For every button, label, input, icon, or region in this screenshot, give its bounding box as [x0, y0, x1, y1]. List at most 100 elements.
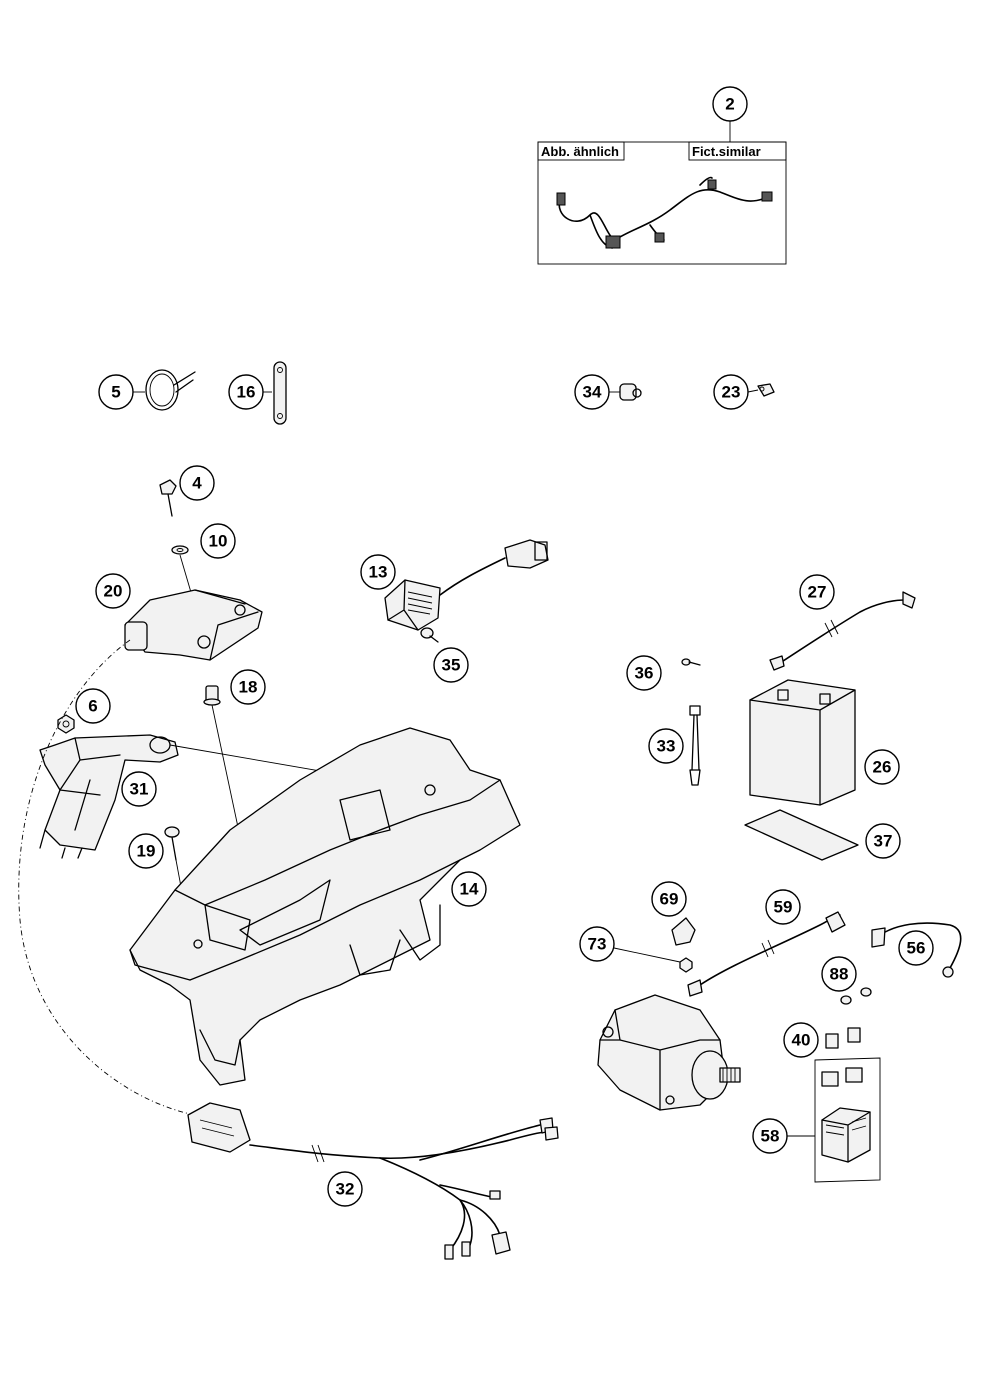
callout-20: 20	[95, 573, 131, 609]
insert-label-german: Abb. ähnlich	[541, 144, 619, 159]
cap-69	[671, 917, 696, 946]
callout-26-label: 26	[873, 758, 892, 777]
callout-13-label: 13	[369, 563, 388, 582]
callout-2-label: 2	[725, 95, 734, 114]
callout-19-label: 19	[137, 842, 156, 861]
leader-73	[613, 947, 681, 963]
control-unit-mount-hole-2	[234, 604, 246, 616]
callout-20-label: 20	[104, 582, 123, 601]
bushing-18-flange	[203, 698, 221, 706]
clip-detail	[759, 386, 765, 392]
harness-32-connector	[187, 1102, 251, 1153]
screw-19-head	[164, 826, 180, 838]
battery-terminal-b	[819, 693, 831, 705]
callout-16: 16	[228, 374, 264, 410]
cable-27-wire	[779, 599, 906, 664]
callout-33: 33	[648, 728, 684, 764]
harness-32-branch-f	[439, 1184, 493, 1198]
starter-gear-teeth	[722, 1068, 736, 1082]
fuses-40	[825, 1027, 861, 1049]
battery-body	[749, 679, 856, 806]
callout-5-label: 5	[111, 383, 120, 402]
battery-box-lower-edge	[189, 859, 461, 981]
callout-4: 4	[179, 465, 215, 501]
cable-27-terminal-b	[902, 591, 916, 609]
callout-34: 34	[574, 374, 610, 410]
callout-35: 35	[433, 647, 469, 683]
screw-35	[420, 627, 439, 643]
control-unit-edges	[194, 589, 259, 661]
battery-box-nose	[199, 1029, 241, 1066]
starter-terminal	[602, 1026, 614, 1038]
regulator-connector	[504, 539, 549, 569]
harness-32-branch-b	[419, 1124, 541, 1161]
harness-wire-main	[558, 188, 769, 241]
callout-56: 56	[898, 930, 934, 966]
harness-connector-e	[761, 191, 773, 202]
callout-37: 37	[865, 823, 901, 859]
callout-14: 14	[451, 871, 487, 907]
washer-10	[171, 545, 189, 555]
harness-32-plug-b	[461, 1241, 471, 1257]
callout-19: 19	[128, 833, 164, 869]
starter-edges	[599, 1009, 721, 1111]
callout-23-label: 23	[722, 383, 741, 402]
harness-32-branch-c	[379, 1157, 473, 1246]
starter-bolt	[665, 1095, 675, 1105]
callout-73-label: 73	[588, 935, 607, 954]
cable-56-terminal-b	[942, 966, 954, 978]
harness-32-plug-c	[491, 1231, 511, 1255]
screw-36-shank	[688, 661, 701, 666]
callout-32: 32	[327, 1171, 363, 1207]
cable-56-terminal-a	[871, 927, 886, 948]
regulator-fins	[407, 591, 433, 615]
callout-32-label: 32	[336, 1180, 355, 1199]
relay-spare-fuse-a	[821, 1071, 839, 1087]
battery-box-screw-hole	[193, 939, 203, 949]
screw-35-shank	[429, 635, 439, 643]
callout-23: 23	[713, 374, 749, 410]
callout-58: 58	[752, 1118, 788, 1154]
harness-connector-b	[605, 235, 621, 249]
cable-strap-body	[273, 361, 287, 425]
battery-pad-body	[744, 809, 859, 861]
cable-strap-hole-bottom	[277, 413, 283, 419]
bracket-31-body	[39, 734, 179, 851]
callout-4-label: 4	[192, 474, 202, 493]
callout-58-label: 58	[761, 1127, 780, 1146]
regulator-cable	[439, 557, 506, 596]
harness-32-branch-a	[379, 1131, 546, 1160]
callout-26: 26	[864, 749, 900, 785]
control-unit-connector	[124, 621, 148, 651]
grommet-part	[619, 383, 642, 401]
regulator-edges	[387, 579, 419, 631]
cable-27-terminal-a	[769, 655, 785, 671]
harness-32-connector-detail	[199, 1119, 235, 1137]
callout-40-label: 40	[792, 1031, 811, 1050]
nut-73-body	[679, 957, 693, 973]
battery-strap-33	[689, 705, 701, 786]
screw-36	[681, 658, 701, 666]
harness-connector-d	[707, 179, 717, 190]
callout-36-label: 36	[635, 664, 654, 683]
callout-33-label: 33	[657, 737, 676, 756]
screw-88-a	[840, 995, 852, 1005]
screws-88	[840, 987, 872, 1005]
screw-19-shank	[171, 836, 177, 861]
cable-56-wire	[879, 922, 962, 969]
screw-4-shank	[167, 493, 173, 517]
callout-31: 31	[121, 771, 157, 807]
callout-37-label: 37	[874, 832, 893, 851]
leader-23	[747, 389, 759, 393]
cable-59-terminal-b	[825, 911, 846, 933]
callout-69: 69	[651, 881, 687, 917]
callout-69-label: 69	[660, 890, 679, 909]
cable-tie-inner	[149, 373, 175, 407]
nut-6-body	[57, 714, 75, 734]
grommet-hole	[632, 388, 642, 398]
control-unit-20	[124, 589, 263, 661]
battery-box-rim	[174, 779, 501, 906]
battery-26	[749, 679, 856, 806]
callout-27: 27	[799, 574, 835, 610]
relay-edges	[821, 1111, 871, 1163]
